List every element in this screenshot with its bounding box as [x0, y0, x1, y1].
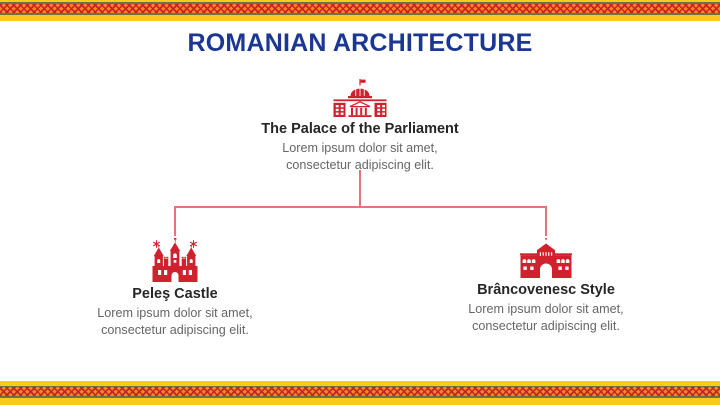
node-title: Peleş Castle — [132, 286, 218, 302]
top-border-band — [0, 0, 720, 21]
node-description: Lorem ipsum dolor sit amet, consectetur … — [468, 302, 624, 333]
pattern-edge-line — [0, 2, 720, 4]
node-title: Brâncovenesc Style — [477, 282, 615, 298]
node-description: Lorem ipsum dolor sit amet, consectetur … — [282, 141, 438, 172]
bottom-border-pattern-strip — [0, 385, 720, 399]
tree-connector-left-stem — [174, 206, 176, 236]
peles-castle-icon — [149, 238, 201, 282]
pattern-edge-line — [0, 13, 720, 15]
tree-node-peles-castle: Peleş Castle Lorem ipsum dolor sit amet,… — [60, 238, 290, 339]
top-border-pattern-strip — [0, 2, 720, 15]
folk-diamond-pattern — [0, 387, 720, 397]
node-title: The Palace of the Parliament — [261, 121, 459, 137]
folk-diamond-pattern — [0, 3, 720, 14]
parliament-building-icon — [333, 79, 387, 117]
pattern-edge-line — [0, 396, 720, 399]
node-description: Lorem ipsum dolor sit amet, consectetur … — [97, 306, 253, 337]
bottom-border-band — [0, 381, 720, 405]
tree-connector-root-stem — [359, 170, 361, 207]
pattern-edge-line — [0, 385, 720, 388]
tree-node-parliament: The Palace of the Parliament Lorem ipsum… — [185, 79, 535, 174]
page-title: ROMANIAN ARCHITECTURE — [187, 29, 533, 57]
tree-connector-horizontal — [174, 206, 547, 208]
brancovenesc-building-icon — [520, 238, 572, 278]
tree-connector-right-stem — [545, 206, 547, 236]
tree-node-brancovenesc: Brâncovenesc Style Lorem ipsum dolor sit… — [431, 238, 661, 335]
